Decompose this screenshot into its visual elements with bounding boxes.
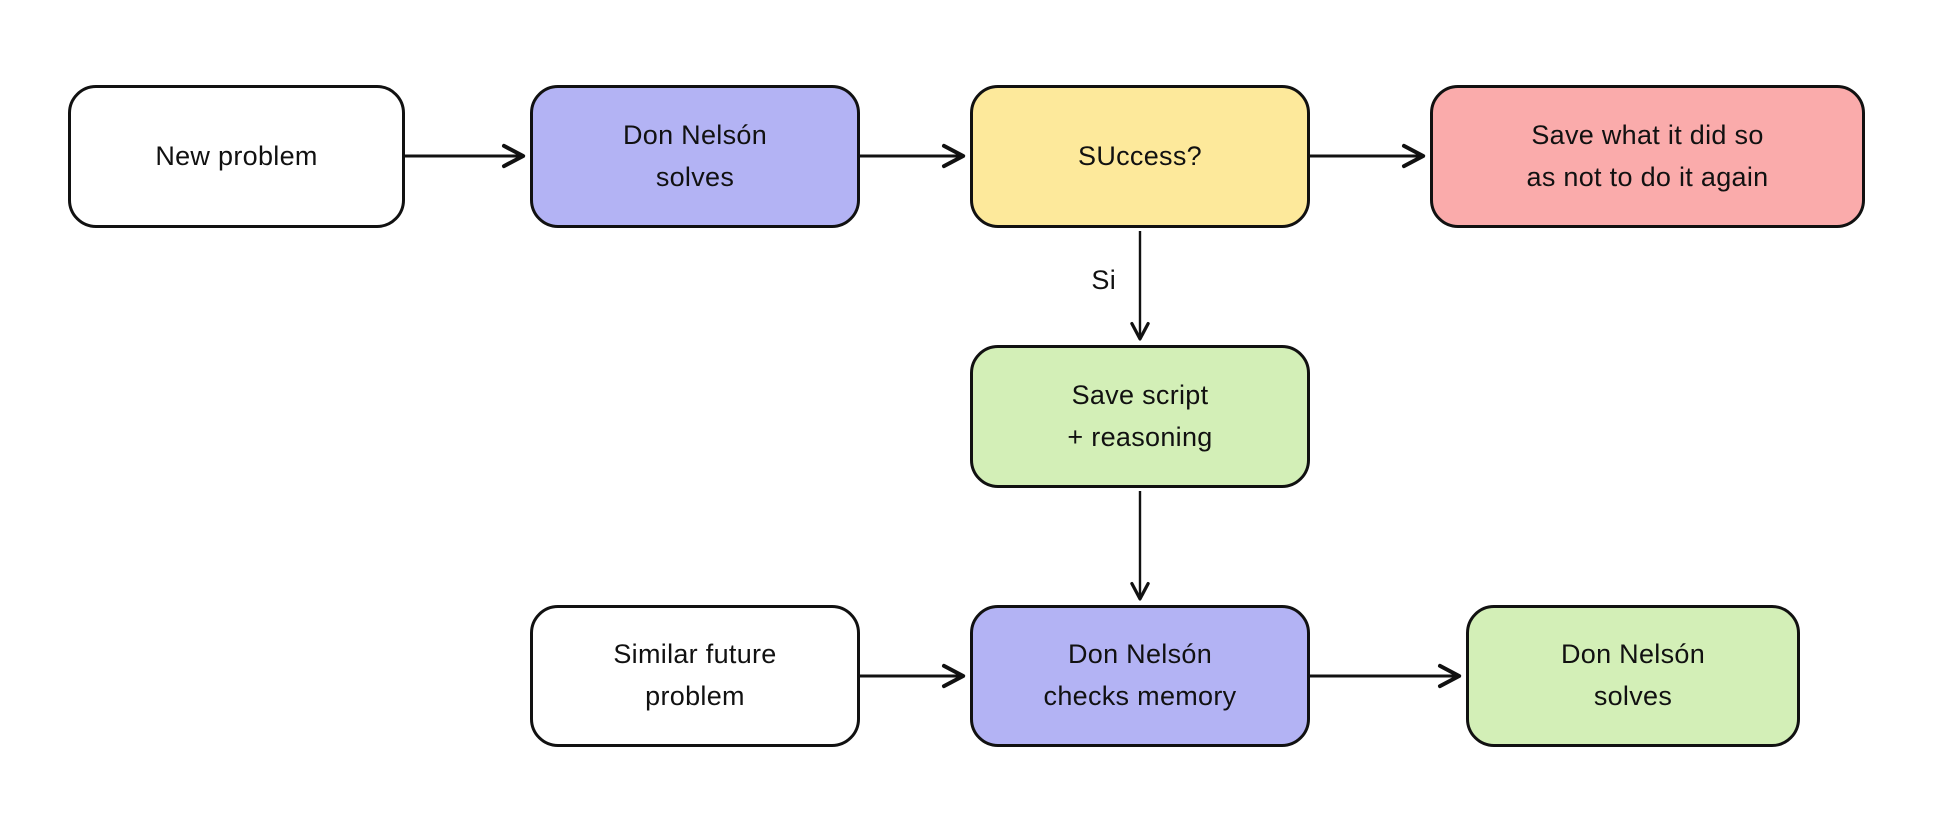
- node-save-what-it-did: Save what it did so as not to do it agai…: [1430, 85, 1865, 228]
- node-save-what-it-did-label: Save what it did so as not to do it agai…: [1526, 119, 1769, 192]
- node-similar-future-problem-label: Similar future problem: [613, 639, 777, 711]
- node-save-script-reasoning: Save script + reasoning: [970, 345, 1310, 488]
- node-save-script-reasoning-label: Save script + reasoning: [1067, 379, 1213, 452]
- node-don-nelson-solves-again-label: Don Nelsón solves: [1560, 639, 1706, 711]
- node-success-question-label: SUccess?: [1078, 140, 1202, 171]
- node-new-problem-label: New problem: [155, 140, 318, 171]
- node-don-nelson-solves: Don Nelsón solves: [530, 85, 860, 228]
- edge-label-si: Si: [1091, 265, 1116, 295]
- node-similar-future-problem: Similar future problem: [530, 605, 860, 747]
- node-don-nelson-solves-again: Don Nelsón solves: [1466, 605, 1800, 747]
- node-don-nelson-solves-label: Don Nelsón solves: [622, 119, 768, 192]
- node-success-question: SUccess?: [970, 85, 1310, 228]
- node-new-problem: New problem: [68, 85, 405, 228]
- node-don-nelson-checks-memory: Don Nelsón checks memory: [970, 605, 1310, 747]
- node-don-nelson-checks-memory-label: Don Nelsón checks memory: [1043, 639, 1237, 711]
